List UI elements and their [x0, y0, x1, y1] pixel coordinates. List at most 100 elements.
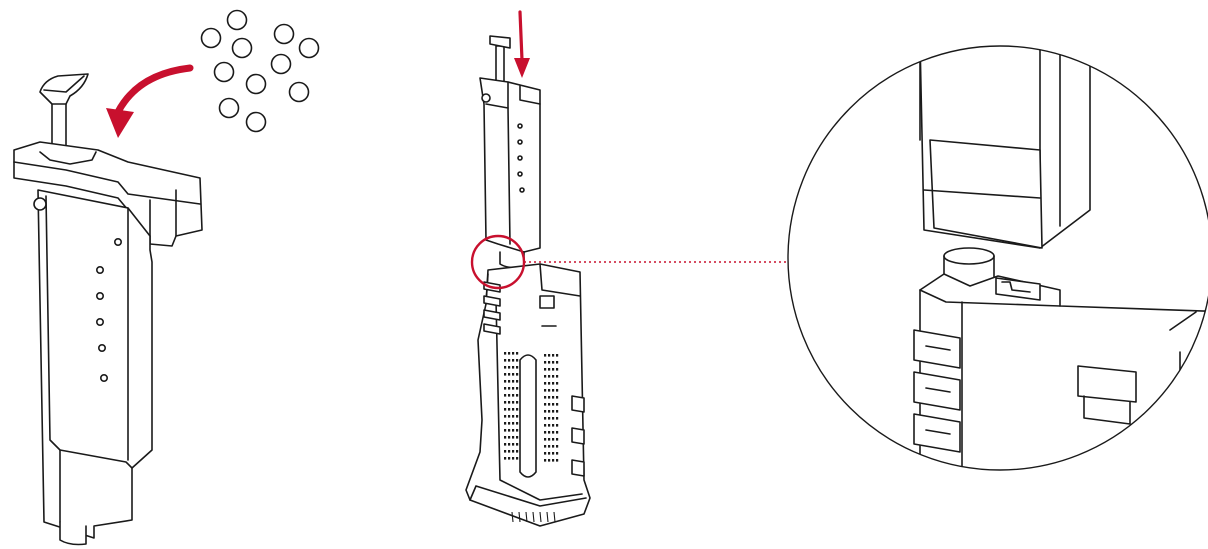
texture-dot: [512, 359, 515, 362]
texture-dot: [512, 387, 515, 390]
texture-dot: [556, 445, 559, 448]
counter-hole: [519, 187, 525, 193]
texture-dot: [512, 429, 515, 432]
bb-pellet-icon: [273, 23, 295, 45]
texture-dot: [512, 380, 515, 383]
speed-loader-left: [13, 73, 203, 546]
base-ridge: [539, 511, 542, 523]
texture-dot: [512, 422, 515, 425]
texture-dot: [508, 408, 511, 411]
texture-dot: [508, 394, 511, 397]
texture-dot: [548, 403, 551, 406]
texture-dot: [548, 396, 551, 399]
texture-dot: [552, 424, 555, 427]
texture-dot: [504, 429, 507, 432]
texture-dot: [544, 389, 547, 392]
texture-dot: [516, 422, 519, 425]
texture-dot: [516, 373, 519, 376]
base-ridge: [553, 511, 556, 523]
texture-dot: [552, 361, 555, 364]
texture-dot: [544, 396, 547, 399]
base-ridge: [525, 511, 528, 523]
texture-dot: [516, 457, 519, 460]
texture-dot: [544, 368, 547, 371]
texture-dot: [556, 375, 559, 378]
loader-top-tray: [13, 141, 203, 247]
texture-dot: [504, 366, 507, 369]
texture-dot: [548, 431, 551, 434]
texture-dot: [552, 431, 555, 434]
zoom-circle-outline: [787, 45, 1208, 471]
texture-dot: [544, 403, 547, 406]
texture-dot: [512, 415, 515, 418]
magnifier-circle-icon: [470, 234, 788, 290]
texture-dot: [508, 450, 511, 453]
texture-dot: [516, 429, 519, 432]
texture-dot: [556, 459, 559, 462]
grip-rib: [483, 323, 501, 335]
texture-dot: [504, 422, 507, 425]
texture-dot: [512, 450, 515, 453]
texture-dot: [544, 410, 547, 413]
texture-dot: [508, 387, 511, 390]
counter-hole: [96, 317, 105, 326]
texture-dot: [552, 389, 555, 392]
texture-dot: [544, 438, 547, 441]
texture-dot: [516, 401, 519, 404]
texture-dot: [552, 403, 555, 406]
zoom-detail: [913, 46, 1208, 470]
texture-dot: [544, 445, 547, 448]
texture-dot: [556, 424, 559, 427]
texture-dot: [548, 452, 551, 455]
loader-side-button: [33, 197, 47, 211]
texture-dot: [548, 389, 551, 392]
base-ridge: [518, 511, 521, 523]
grip-rib: [571, 395, 585, 413]
texture-dot: [504, 401, 507, 404]
texture-dot: [552, 438, 555, 441]
texture-dot: [552, 459, 555, 462]
texture-dot: [508, 366, 511, 369]
texture-dot: [556, 410, 559, 413]
texture-dot: [548, 410, 551, 413]
texture-dot: [556, 361, 559, 364]
texture-dot: [508, 359, 511, 362]
texture-dot: [544, 417, 547, 420]
loader-tube-body: [37, 189, 153, 539]
counter-hole: [96, 291, 105, 300]
texture-dot: [556, 438, 559, 441]
texture-dot: [512, 394, 515, 397]
texture-dot: [504, 457, 507, 460]
texture-dot: [548, 445, 551, 448]
texture-dot: [544, 452, 547, 455]
texture-dot: [544, 431, 547, 434]
texture-dot: [556, 452, 559, 455]
texture-dot: [508, 436, 511, 439]
counter-hole: [517, 171, 523, 177]
texture-dot: [512, 436, 515, 439]
texture-dot: [504, 450, 507, 453]
mid-counter-holes: [517, 123, 525, 193]
texture-dot: [508, 457, 511, 460]
counter-hole: [517, 123, 523, 129]
texture-dot: [512, 401, 515, 404]
bb-pellet-icon: [213, 61, 235, 83]
texture-dot: [508, 401, 511, 404]
bb-pellet-icon: [270, 53, 292, 75]
texture-dot: [516, 394, 519, 397]
texture-dot: [556, 354, 559, 357]
counter-hole: [517, 139, 523, 145]
magazine-texture: [504, 352, 559, 462]
texture-dot: [548, 382, 551, 385]
texture-dot: [504, 415, 507, 418]
texture-dot: [548, 459, 551, 462]
texture-dot: [552, 382, 555, 385]
bb-pellet-icon: [200, 27, 222, 49]
texture-dot: [516, 366, 519, 369]
bb-pellet-icon: [245, 111, 267, 133]
texture-dot: [544, 354, 547, 357]
texture-dot: [512, 408, 515, 411]
zoom-magazine-window: [1077, 365, 1137, 403]
